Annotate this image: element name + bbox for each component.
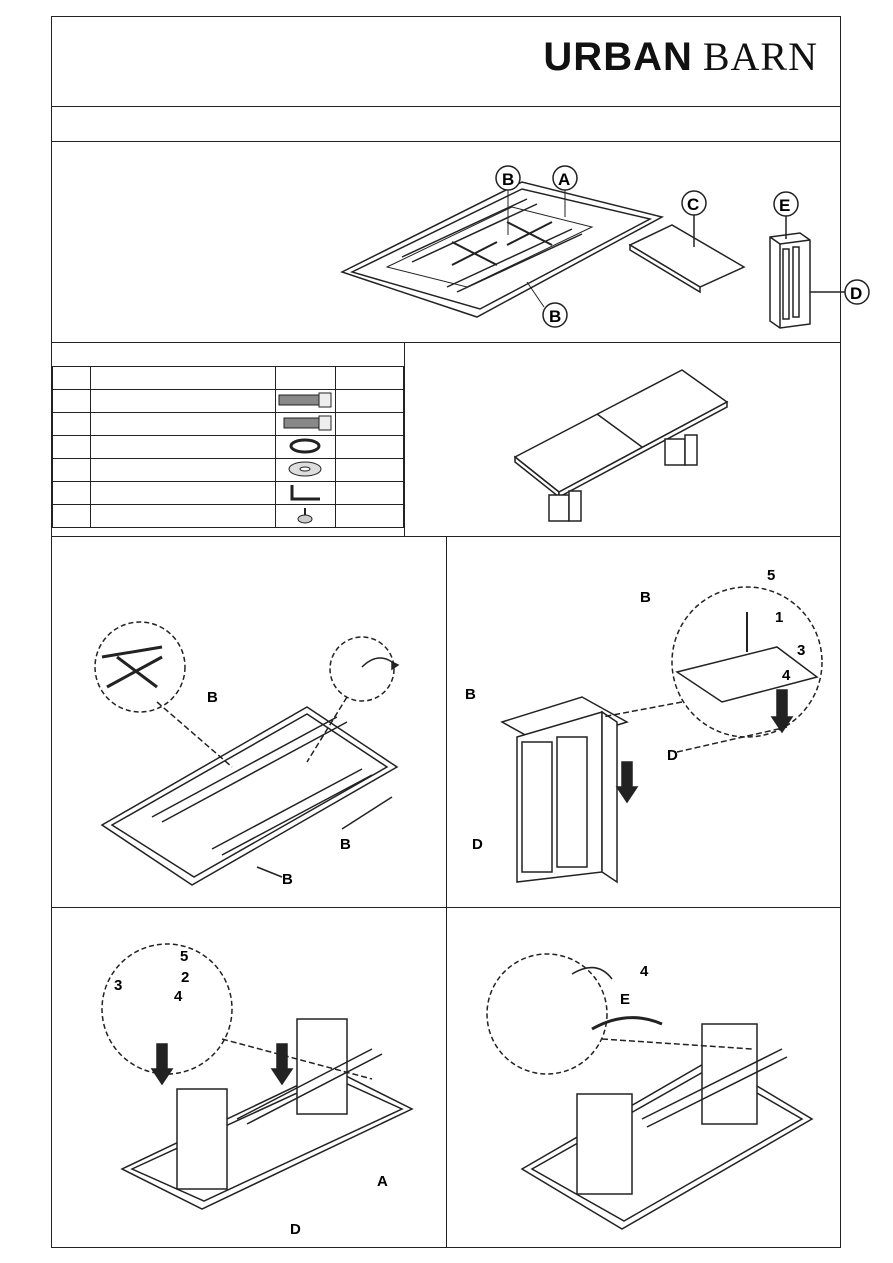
- short-bolt-icon: [275, 412, 337, 436]
- assembled-table-drawing: [513, 369, 729, 522]
- step-2-diagram: 5 1 3 4 B B D D: [465, 567, 823, 884]
- hardware-row-2: [52, 412, 404, 436]
- callout-d: D: [850, 284, 862, 303]
- step3-label-a: A: [377, 1173, 388, 1190]
- allen-key-icon: [275, 481, 337, 505]
- callout-c: C: [687, 195, 699, 214]
- step3-num-4: 4: [174, 988, 183, 1005]
- step3-label-d: D: [290, 1221, 301, 1238]
- step1-label-b-top: B: [207, 689, 218, 706]
- step2-label-b2: B: [465, 686, 476, 703]
- step-3-diagram: 5 2 3 4 A D: [101, 943, 414, 1238]
- extension-leaf-c-drawing: [628, 190, 746, 294]
- step2-num-4: 4: [782, 667, 791, 684]
- step1-label-b-mid: B: [340, 836, 351, 853]
- parts-divider: [52, 342, 840, 343]
- hardware-table: [52, 366, 404, 528]
- step4-label-e: E: [620, 991, 630, 1008]
- leg-d-e-drawing: [769, 191, 870, 329]
- part-labels: B A B: [495, 165, 578, 328]
- spring-washer-icon: [275, 435, 337, 459]
- step2-num-3: 3: [797, 642, 805, 659]
- step2-label-b1: B: [640, 589, 651, 606]
- step-4-diagram: 4 E: [486, 953, 814, 1230]
- hardware-row-4: [52, 458, 404, 482]
- step1-label-b-bottom: B: [282, 871, 293, 888]
- callout-b2-circle: [542, 302, 568, 328]
- steps-vertical-divider: [446, 536, 447, 1248]
- steps-row-divider: [52, 907, 840, 908]
- long-bolt-icon: [275, 389, 337, 413]
- hardware-row-1: [52, 389, 404, 413]
- brand-word-urban: URBAN: [543, 35, 693, 79]
- callout-a: A: [558, 170, 570, 189]
- step2-label-d2: D: [472, 836, 483, 853]
- step3-num-2: 2: [181, 969, 189, 986]
- step3-num-5: 5: [180, 948, 188, 965]
- hardware-row-5: [52, 481, 404, 505]
- leveler-foot-icon: [275, 504, 337, 528]
- parts-overview-diagram: B A B C E: [340, 165, 870, 329]
- step2-num-5: 5: [767, 567, 775, 584]
- flat-washer-icon: [275, 458, 337, 482]
- brand-word-barn: BARN: [702, 34, 818, 79]
- callout-b-top: B: [502, 170, 514, 189]
- hardware-row-6: [52, 504, 404, 528]
- hardware-divider: [404, 342, 405, 536]
- step4-num-4: 4: [640, 963, 649, 980]
- step-1-diagram: B B B: [94, 621, 400, 888]
- callout-e: E: [779, 196, 790, 215]
- header-divider: [52, 106, 840, 107]
- step3-num-3: 3: [114, 977, 122, 994]
- step2-label-d1: D: [667, 747, 678, 764]
- table-top-a-drawing: [340, 181, 665, 318]
- hardware-row-3: [52, 435, 404, 459]
- title-divider: [52, 141, 840, 142]
- step2-num-1: 1: [775, 609, 783, 626]
- callout-b-bottom: B: [549, 307, 561, 326]
